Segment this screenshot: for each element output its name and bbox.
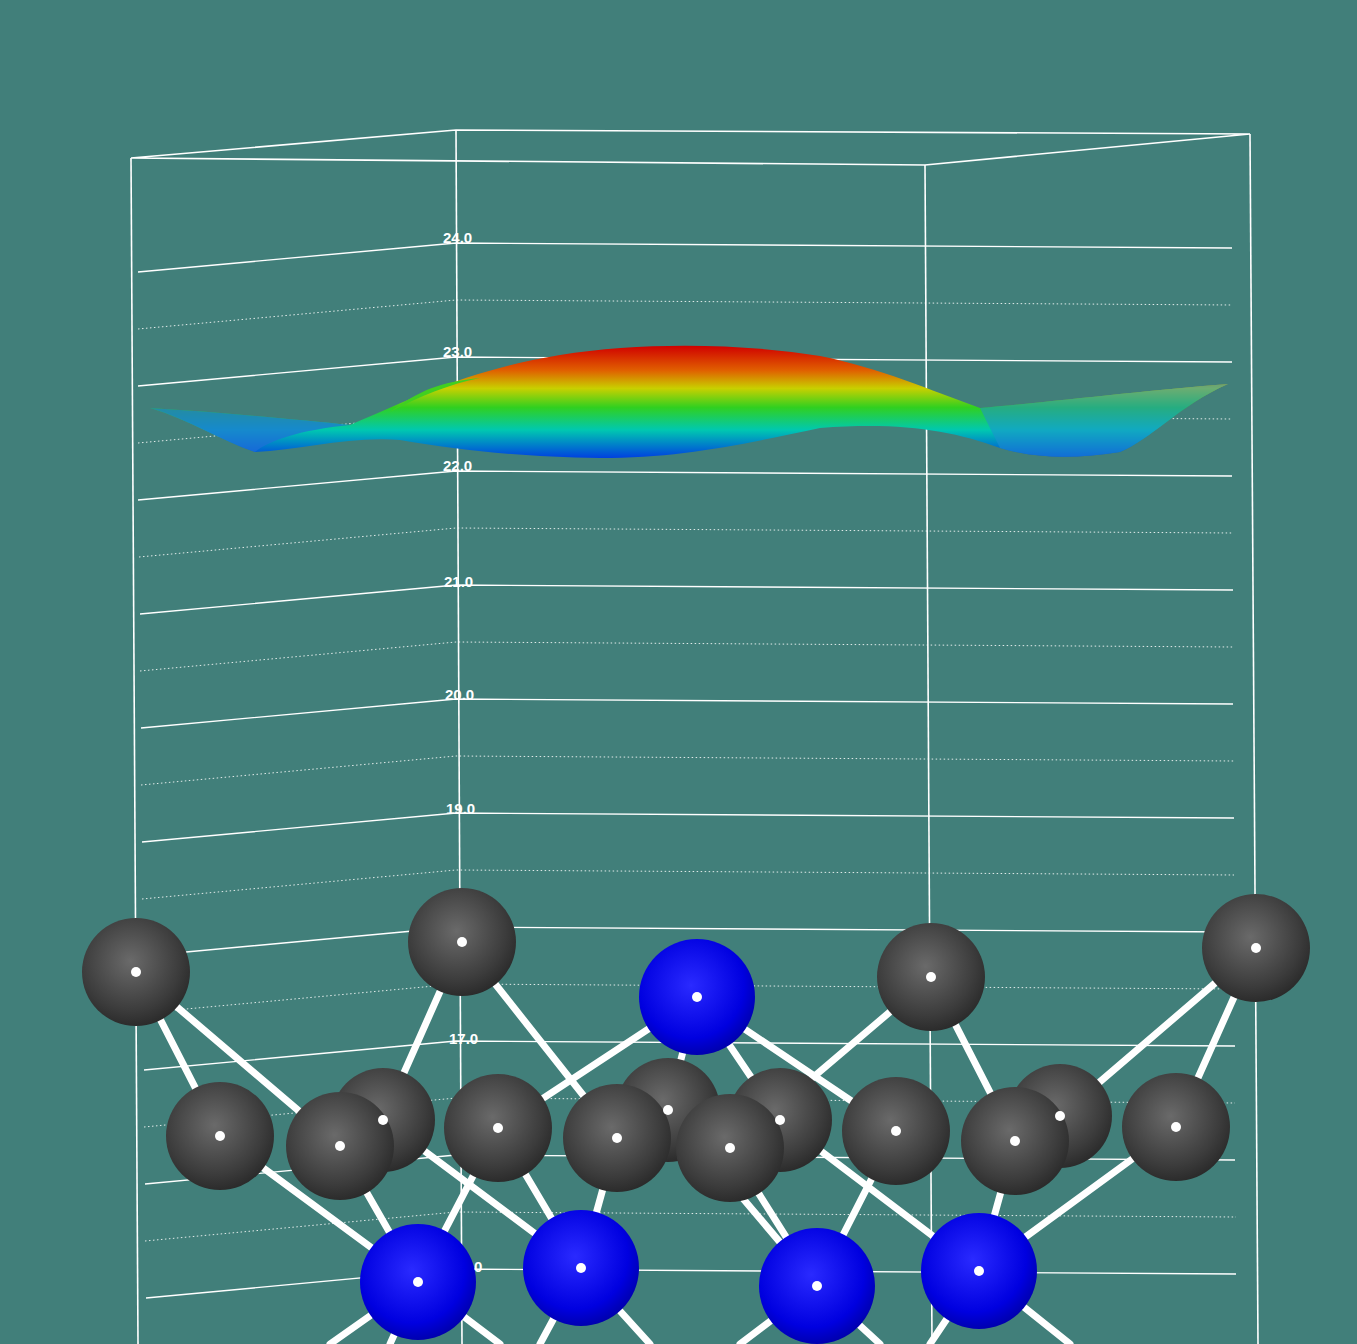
axis-tick-label: 22.0 (443, 457, 472, 474)
axis-tick-label: 20.0 (445, 686, 474, 703)
axis-tick-label: 0 (474, 1258, 482, 1275)
axis-tick-label: 21.0 (444, 573, 473, 590)
atoms (82, 888, 1310, 1344)
grid-half-lines (138, 300, 1236, 1241)
axis-tick-label: 23.0 (443, 343, 472, 360)
atom-highlights (131, 937, 1261, 1291)
axis-tick-label: 17.0 (449, 1030, 478, 1047)
axis-tick-label: 24.0 (443, 229, 472, 246)
bounding-box (131, 130, 1258, 1344)
grid-lines (138, 243, 1236, 1298)
energy-surface (150, 346, 1228, 458)
axis-tick-label: 19.0 (446, 800, 475, 817)
